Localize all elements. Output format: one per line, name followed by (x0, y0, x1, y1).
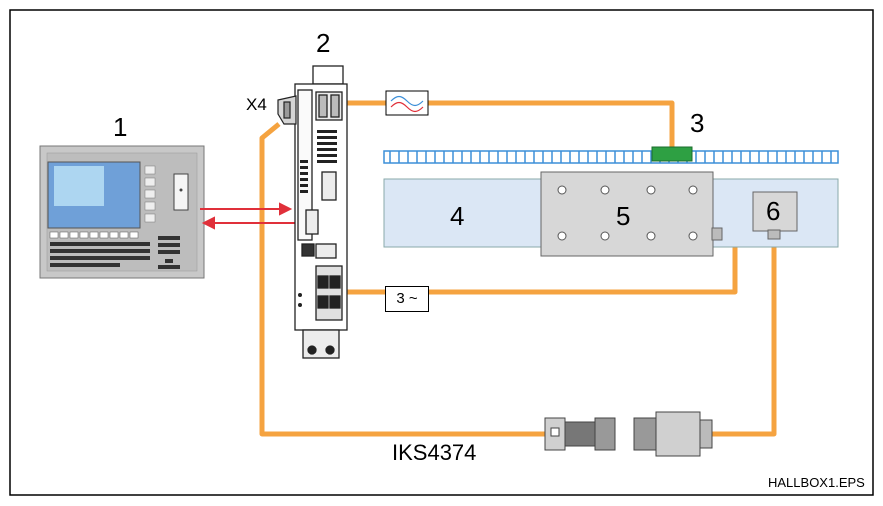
label-x4: X4 (246, 95, 267, 114)
file-label: HALLBOX1.EPS (768, 475, 865, 490)
hall-box-6 (752, 191, 798, 240)
label-6: 6 (766, 196, 781, 226)
label-1: 1 (113, 112, 128, 142)
cable-connector-right (633, 411, 713, 457)
cable-label: IKS4374 (392, 440, 477, 465)
label-2: 2 (316, 28, 331, 58)
sensor-head-3 (651, 146, 693, 162)
hall-cable (259, 122, 545, 437)
label-5: 5 (616, 201, 631, 231)
label-3: 3 (690, 108, 705, 138)
encoder-cable (347, 100, 675, 148)
hall-sensor-cable (712, 237, 777, 437)
carriage-5 (540, 171, 723, 257)
drive-module-2 (294, 65, 348, 359)
drive-terminals (298, 130, 337, 307)
control-panel-1 (39, 145, 205, 279)
encoder-signal-box (385, 90, 429, 116)
label-4: 4 (450, 201, 465, 231)
motor-3phase-box: 3 ~ (385, 286, 429, 312)
linear-scale (383, 150, 839, 164)
signal-arrows (200, 202, 300, 230)
x4-connector (277, 95, 297, 125)
cable-connector-left (544, 417, 616, 451)
frame (9, 9, 874, 496)
